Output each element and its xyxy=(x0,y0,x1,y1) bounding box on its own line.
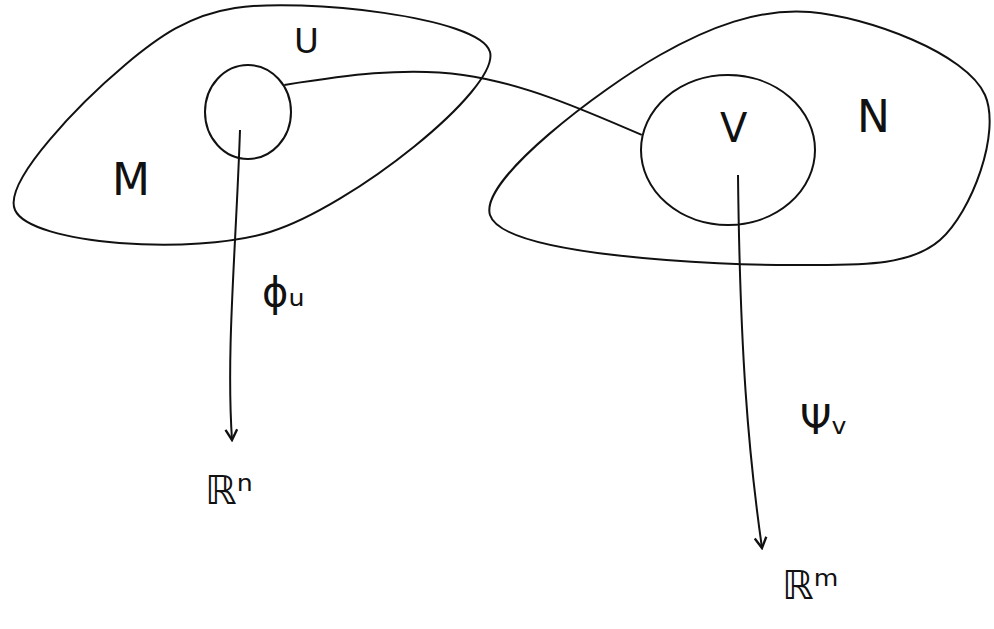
manifold-sheet-outline xyxy=(0,0,500,245)
open-set-circle: U xyxy=(204,64,292,160)
circle-outline xyxy=(641,75,815,225)
sheet-outline xyxy=(14,5,491,244)
manifold-sheet: NV xyxy=(485,0,990,275)
circle-outline xyxy=(205,65,291,159)
open-set-circle-outline xyxy=(204,64,292,160)
chart-arrow xyxy=(230,130,240,440)
space-label: ℝᵐ xyxy=(782,565,839,605)
open-set-circle: V xyxy=(640,74,816,226)
node-label: M xyxy=(112,158,150,202)
open-set-circle-outline xyxy=(640,74,816,226)
space-label: ℝⁿ xyxy=(205,470,253,510)
sheet-outline xyxy=(489,11,989,265)
manifold-sheet: MU xyxy=(0,0,500,245)
node-label: V xyxy=(720,108,747,148)
chart-arrow xyxy=(738,175,762,548)
map-label: ϕᵤ xyxy=(262,272,305,312)
map-label: Ψᵥ xyxy=(800,400,848,440)
node-label: U xyxy=(294,24,319,58)
node-label: N xyxy=(857,95,890,139)
